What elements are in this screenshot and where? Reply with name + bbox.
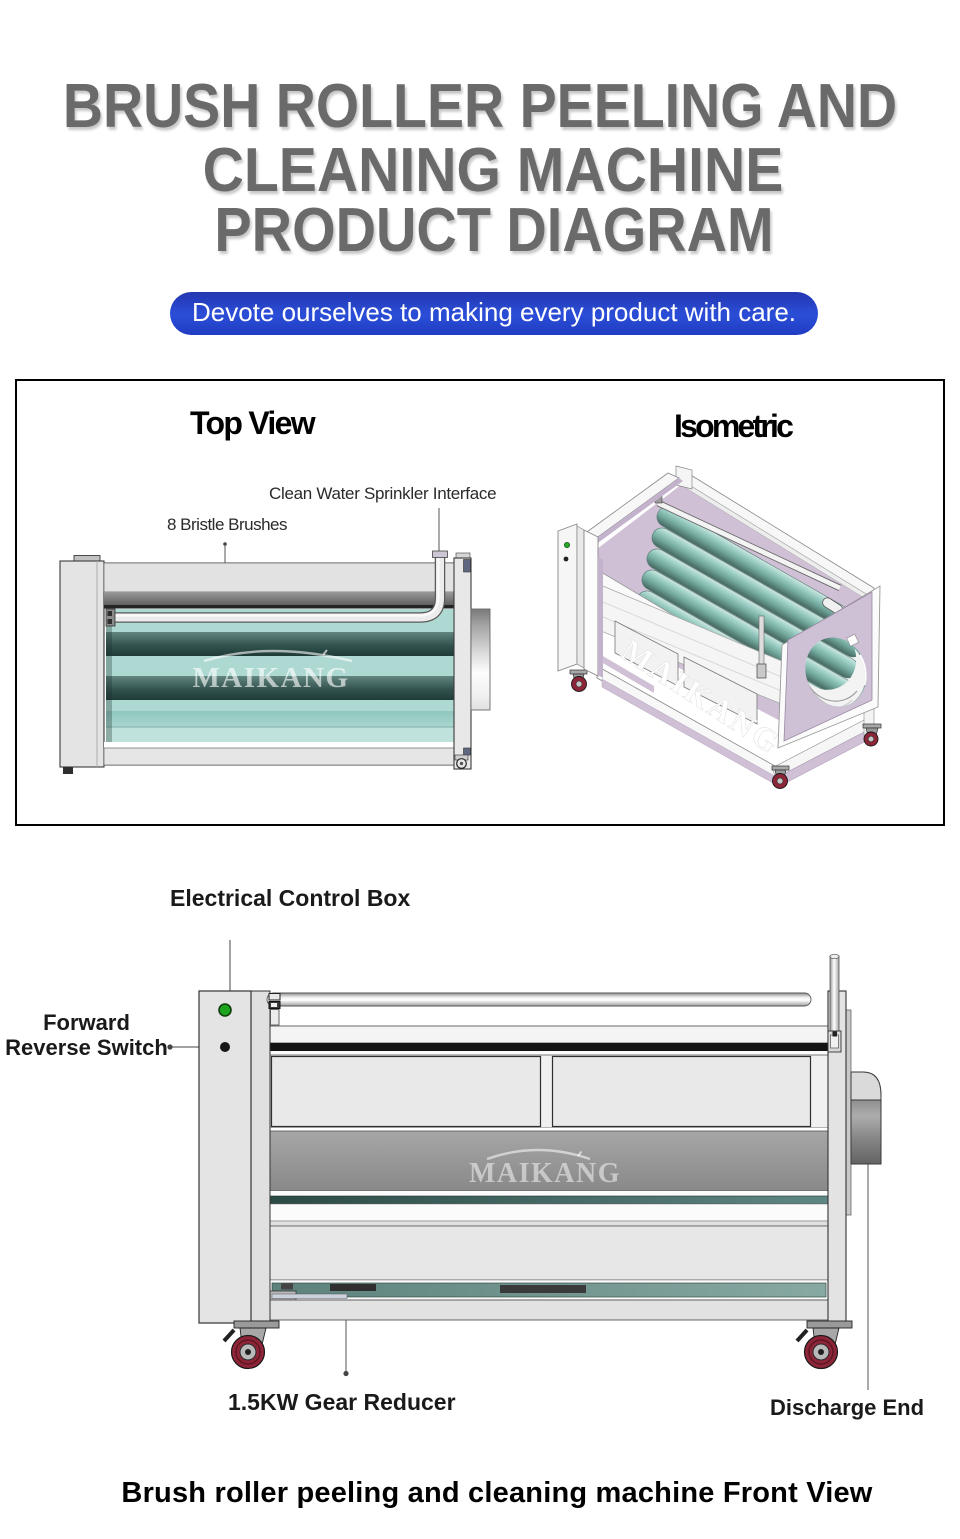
svg-text:MAIKANG: MAIKANG	[192, 662, 349, 694]
svg-text:MAIKANG: MAIKANG	[469, 1158, 621, 1189]
